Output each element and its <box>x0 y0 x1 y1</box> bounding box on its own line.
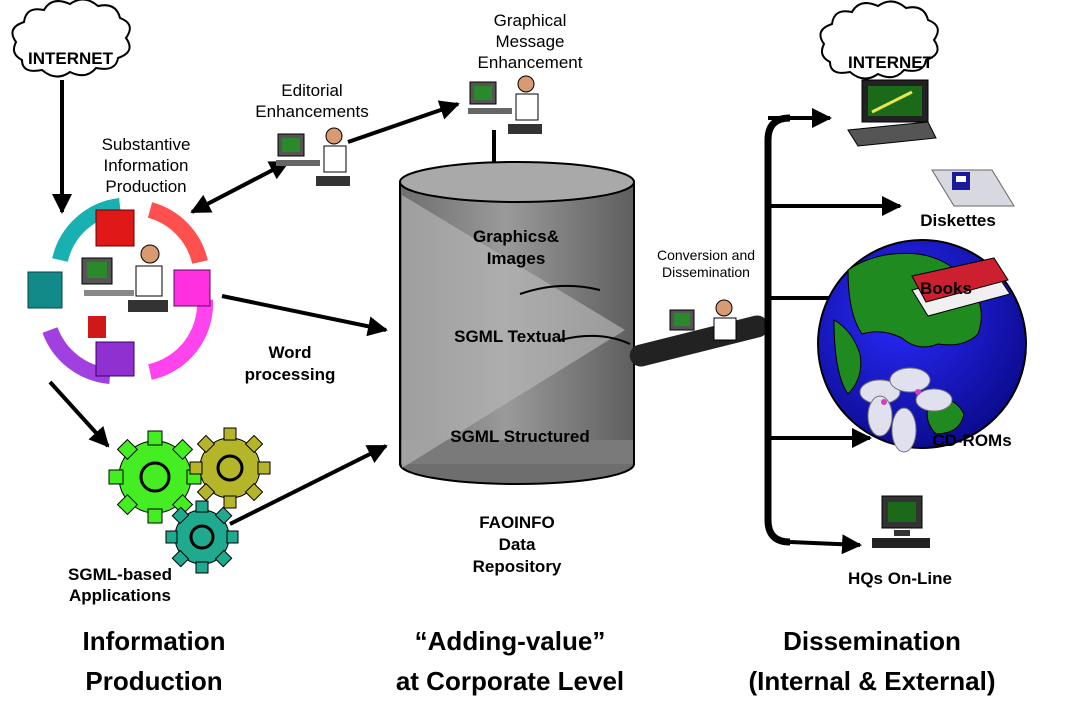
gear-icon-olive <box>189 427 271 509</box>
conversion-workstation-icon <box>629 299 769 367</box>
cdroms-icon <box>859 367 953 453</box>
editorial-line-2: Enhancements <box>255 102 368 121</box>
repo-name-line-3: Repository <box>473 557 562 576</box>
arrow-production-editorial <box>190 160 290 214</box>
word-line-2: processing <box>245 365 336 384</box>
middle-title-line-2: at Corporate Level <box>396 666 624 696</box>
sgml-apps-label: SGML-based Applications <box>68 565 172 605</box>
repo-name-line-2: Data <box>499 535 536 554</box>
left-title-line-1: Information <box>83 626 226 656</box>
graphics-line-1: Graphics& <box>473 227 559 246</box>
flow-arrows <box>48 80 504 526</box>
editorial-workstation-icon <box>276 127 350 186</box>
sgml-structured-label: SGML Structured <box>450 427 589 446</box>
middle-title-line-1: “Adding-value” <box>415 626 606 656</box>
column-title-left: Information Production <box>83 626 226 696</box>
hq-terminal-icon <box>872 495 930 548</box>
laptop-icon <box>847 79 937 147</box>
column-title-middle: “Adding-value” at Corporate Level <box>396 626 624 696</box>
internet-label-right: INTERNET <box>848 53 934 72</box>
graphical-line-2: Message <box>496 32 565 51</box>
arrow-production-apps <box>48 380 110 448</box>
book-icon <box>911 257 1011 317</box>
right-title-line-1: Dissemination <box>783 626 961 656</box>
books-label: Books <box>920 279 972 298</box>
substantive-line-1: Substantive <box>102 135 191 154</box>
arrow-editorial-graphical <box>347 100 460 144</box>
conversion-line-2: Dissemination <box>662 264 750 280</box>
graphics-line-2: Images <box>487 249 546 268</box>
arrow-wordprocessing-repository <box>221 294 388 337</box>
substantive-line-3: Production <box>105 177 186 196</box>
right-title-line-2: (Internal & External) <box>748 666 995 696</box>
sgml-apps-line-1: SGML-based <box>68 565 172 584</box>
internet-cloud-right: INTERNET <box>819 0 939 80</box>
diskettes-label: Diskettes <box>920 211 996 230</box>
editorial-line-1: Editorial <box>281 81 342 100</box>
graphical-workstation-icon <box>468 75 542 134</box>
dissemination-tree <box>764 114 791 546</box>
graphical-label: Graphical Message Enhancement <box>478 11 583 72</box>
diskettes-icon <box>931 169 1015 207</box>
gear-icon-green <box>108 430 202 524</box>
editorial-label: Editorial Enhancements <box>255 81 368 121</box>
conversion-line-1: Conversion and <box>657 247 755 263</box>
left-title-line-2: Production <box>85 666 222 696</box>
conversion-label: Conversion and Dissemination <box>657 247 755 280</box>
word-processing-label: Word processing <box>245 343 336 384</box>
hqs-label: HQs On-Line <box>848 569 952 588</box>
production-cycle-icon <box>27 198 214 384</box>
internet-cloud-left: INTERNET <box>11 0 131 78</box>
repo-name-line-1: FAOINFO <box>479 513 555 532</box>
internet-label-left: INTERNET <box>28 49 114 68</box>
repository-labels: Graphics& Images SGML Textual SGML Struc… <box>450 227 589 576</box>
substantive-line-2: Information <box>103 156 188 175</box>
graphical-line-1: Graphical <box>494 11 567 30</box>
word-line-1: Word <box>268 343 311 362</box>
arrow-apps-repository <box>229 444 388 526</box>
repository-cylinder <box>399 161 635 485</box>
substantive-label: Substantive Information Production <box>102 135 191 196</box>
column-title-right: Dissemination (Internal & External) <box>748 626 995 696</box>
sgml-textual-label: SGML Textual <box>454 327 566 346</box>
sgml-apps-line-2: Applications <box>69 586 171 605</box>
graphical-line-3: Enhancement <box>478 53 583 72</box>
gear-icon-teal <box>165 500 239 574</box>
cdroms-label: CD-ROMs <box>932 431 1011 450</box>
